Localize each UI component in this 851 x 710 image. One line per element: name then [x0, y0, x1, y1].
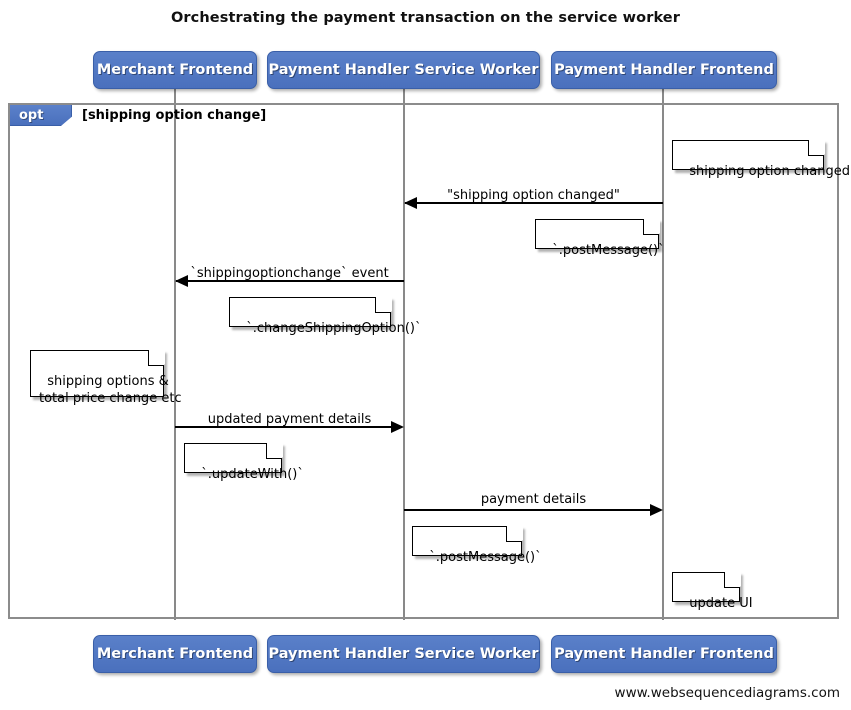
note-text: shipping option changed	[689, 164, 850, 179]
note-fold-icon	[266, 443, 282, 459]
note-text: `.postMessage()`	[429, 550, 542, 565]
participant-payment-handler-frontend-top[interactable]: Payment Handler Frontend	[551, 51, 777, 89]
fragment-opt-guard: [shipping option change]	[82, 108, 267, 123]
note-shipping-options-total-price: shipping options & total price change et…	[30, 350, 182, 406]
note-shipping-option-changed: shipping option changed	[672, 140, 850, 179]
message-label-shippingoptionchange-event: `shippingoptionchange` event	[190, 266, 389, 281]
message-arrowhead-payment-details	[650, 504, 663, 516]
message-line-updated-payment-details	[175, 426, 391, 428]
note-change-shipping-option: `.changeShippingOption()`	[229, 297, 421, 336]
note-text: `.postMessage()`	[552, 243, 665, 258]
message-label-updated-payment-details: updated payment details	[207, 412, 372, 427]
note-text: `.updateWith()`	[201, 467, 304, 482]
participant-merchant-frontend-bottom[interactable]: Merchant Frontend	[93, 635, 257, 673]
note-fold-icon	[148, 350, 164, 366]
note-fold-icon	[724, 572, 740, 588]
message-line-shipping-option-changed	[405, 202, 663, 204]
participant-payment-handler-service-worker-top[interactable]: Payment Handler Service Worker	[267, 51, 540, 89]
message-arrowhead-shipping-option-changed	[404, 197, 417, 209]
lifeline-payment-handler-service-worker	[403, 88, 405, 620]
note-text: shipping options & total price change et…	[39, 374, 182, 406]
note-post-message-1: `.postMessage()`	[535, 219, 665, 258]
message-label-shipping-option-changed: "shipping option changed"	[447, 188, 620, 203]
message-line-payment-details	[404, 509, 650, 511]
note-fold-icon	[808, 140, 824, 156]
footer-watermark: www.websequencediagrams.com	[614, 685, 840, 701]
message-arrowhead-shippingoptionchange-event	[175, 275, 188, 287]
note-fold-icon	[375, 297, 391, 313]
participant-merchant-frontend-top[interactable]: Merchant Frontend	[93, 51, 257, 89]
page-title: Orchestrating the payment transaction on…	[171, 10, 680, 26]
lifeline-payment-handler-frontend	[662, 88, 664, 620]
note-fold-icon	[643, 219, 659, 235]
message-label-payment-details: payment details	[480, 492, 587, 507]
fragment-opt-tag: opt	[10, 105, 72, 126]
participant-payment-handler-frontend-bottom[interactable]: Payment Handler Frontend	[551, 635, 777, 673]
message-arrowhead-updated-payment-details	[391, 421, 404, 433]
note-text: `.changeShippingOption()`	[246, 321, 422, 336]
message-line-shippingoptionchange-event	[176, 280, 404, 282]
note-post-message-2: `.postMessage()`	[412, 526, 542, 565]
lifeline-merchant-frontend	[174, 88, 176, 620]
participant-payment-handler-service-worker-bottom[interactable]: Payment Handler Service Worker	[267, 635, 540, 673]
note-fold-icon	[506, 526, 522, 542]
fragment-opt	[8, 103, 839, 619]
note-update-ui: update UI	[672, 572, 753, 611]
note-update-with: `.updateWith()`	[184, 443, 304, 482]
note-text: update UI	[689, 596, 753, 611]
